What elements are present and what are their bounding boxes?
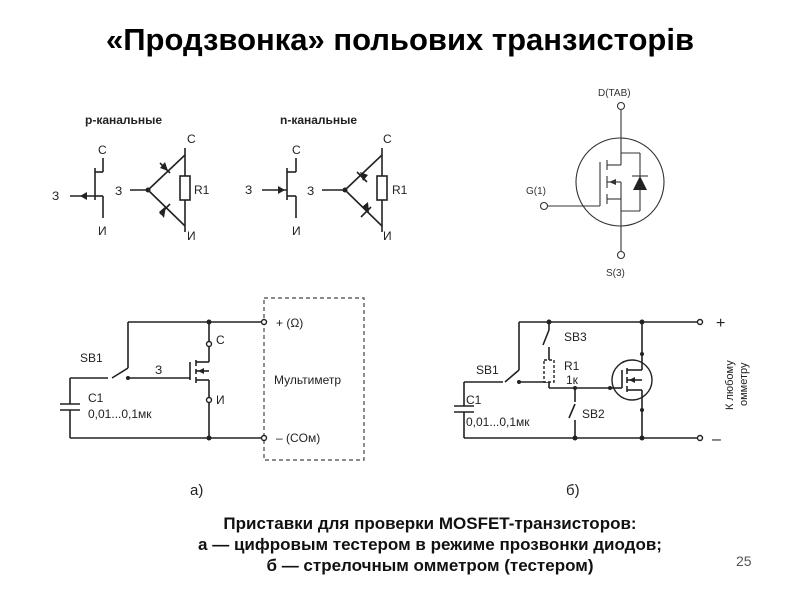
circuit-a-source-letter: И bbox=[216, 393, 225, 407]
multimeter-box bbox=[263, 297, 365, 461]
p-channel-diode-equivalent: R1 С З И bbox=[115, 132, 210, 243]
n-drain-letter: С bbox=[292, 143, 301, 157]
circuit-a-plus-terminal: + (Ω) bbox=[276, 316, 303, 330]
mosfet-gate-label: G(1) bbox=[526, 186, 546, 197]
circuit-b-plus-terminal: + bbox=[716, 315, 725, 332]
p-diode-gate-letter: З bbox=[115, 184, 122, 198]
circuit-b: + – К любому омметру SB1 SB3 R1 1к bbox=[454, 315, 750, 499]
n-source-letter: И bbox=[292, 224, 301, 238]
circuit-a-switch-label: SB1 bbox=[80, 351, 103, 365]
circuit-b-minus-terminal: – bbox=[712, 431, 721, 448]
n-gate-letter: З bbox=[245, 183, 252, 197]
n-diode-source-letter: И bbox=[383, 229, 392, 243]
p-channel-heading: р-канальные bbox=[85, 113, 162, 127]
mosfet-source-label: S(3) bbox=[606, 268, 625, 279]
multimeter-label: Мультиметр bbox=[274, 373, 341, 387]
p-diode-source-letter: И bbox=[187, 229, 196, 243]
n-channel-diode-equivalent: R1 С З И bbox=[307, 132, 408, 243]
figure-caption: Приставки для проверки MOSFET-транзистор… bbox=[130, 513, 730, 576]
caption-line-2: а — цифровым тестером в режиме прозвонки… bbox=[198, 535, 662, 554]
circuit-b-mosfet bbox=[610, 322, 653, 438]
circuit-b-capacitor-value: 0,01...0,1мк bbox=[466, 415, 530, 429]
circuit-b-figure-label: б) bbox=[566, 482, 580, 499]
circuit-a-mosfet bbox=[189, 322, 213, 438]
circuit-a: Мультиметр + (Ω) – (COм) SB1 З bbox=[60, 297, 365, 499]
circuit-b-switch3-label: SB3 bbox=[564, 330, 587, 344]
p-channel-jfet-symbol: С З И bbox=[52, 143, 107, 238]
circuit-a-minus-terminal: – (COм) bbox=[276, 431, 320, 445]
mosfet-drain-label: D(TAB) bbox=[598, 88, 631, 99]
caption-line-3: б — стрелочным омметром (тестером) bbox=[266, 556, 594, 575]
p-diode-drain-letter: С bbox=[187, 132, 196, 146]
circuit-b-capacitor-label: C1 bbox=[466, 393, 482, 407]
circuit-b-ohmmeter-line2: омметру bbox=[738, 362, 750, 406]
circuit-a-drain-letter: С bbox=[216, 333, 225, 347]
n-diode-drain-letter: С bbox=[383, 132, 392, 146]
p-gate-letter: З bbox=[52, 189, 59, 203]
circuit-a-gate-letter: З bbox=[155, 363, 162, 377]
circuit-a-capacitor-value: 0,01...0,1мк bbox=[88, 407, 152, 421]
p-channel-group: р-канальные С З И R1 С bbox=[52, 113, 210, 243]
n-resistor-label: R1 bbox=[392, 183, 408, 197]
circuit-a-figure-label: а) bbox=[190, 482, 203, 499]
p-source-letter: И bbox=[98, 224, 107, 238]
circuit-b-switch2-label: SB2 bbox=[582, 407, 605, 421]
p-drain-letter: С bbox=[98, 143, 107, 157]
circuit-b-switch1-label: SB1 bbox=[476, 363, 499, 377]
circuit-b-ohmmeter-line1: К любому bbox=[724, 360, 736, 410]
circuit-a-capacitor-label: C1 bbox=[88, 391, 104, 405]
circuit-b-resistor-value: 1к bbox=[566, 373, 579, 387]
circuit-b-resistor-label: R1 bbox=[564, 359, 580, 373]
p-resistor-label: R1 bbox=[194, 183, 210, 197]
caption-line-1: Приставки для проверки MOSFET-транзистор… bbox=[223, 514, 637, 533]
n-diode-gate-letter: З bbox=[307, 184, 314, 198]
slide-title: «Продзвонка» польових транзисторів bbox=[105, 22, 695, 57]
n-channel-group: n-канальные С З И R1 С З bbox=[245, 113, 408, 243]
page-number: 25 bbox=[736, 553, 752, 569]
n-channel-heading: n-канальные bbox=[280, 113, 357, 127]
mosfet-symbol: D(TAB) G(1) S(3) bbox=[526, 88, 665, 279]
n-channel-jfet-symbol: С З И bbox=[245, 143, 301, 238]
